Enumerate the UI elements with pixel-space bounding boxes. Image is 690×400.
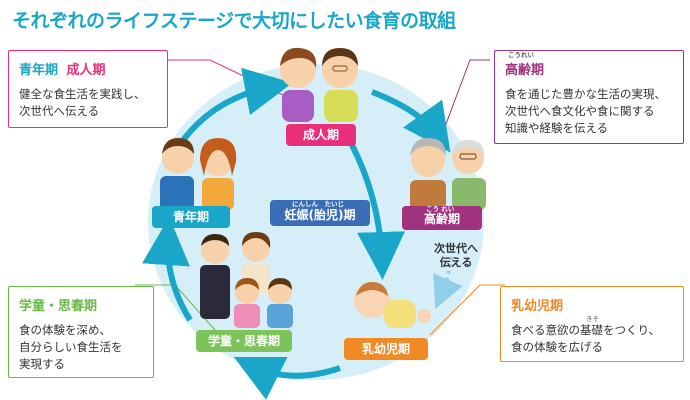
infant-line-key: 基礎: [580, 323, 603, 337]
callout-line: 食の体験を広げる: [511, 340, 603, 354]
adult-callout-label: 成人期: [66, 63, 106, 78]
youth-couple-illustration: [160, 138, 237, 210]
callout-line: 食べる意欲のきそ基礎をつくり、: [511, 315, 673, 339]
stage-elder-text: 高齢期: [423, 212, 460, 226]
stage-label-school: 学童・思春期: [196, 330, 292, 352]
baby-illustration: [354, 282, 431, 328]
note-line: 次世代へ: [434, 242, 478, 255]
infant-line-post: をつくり、: [603, 323, 661, 337]
arrow-infant-to-school: [233, 356, 341, 400]
callout-line: 自分らしい食生活を: [19, 340, 123, 354]
youth-adult-callout: 青年期 成人期 健全な食生活を実践し、 次世代へ伝える: [8, 50, 168, 128]
infant-callout-text: 食べる意欲のきそ基礎をつくり、 食の体験を広げる: [511, 315, 673, 356]
callout-line: 健全な食生活を実践し、: [19, 87, 146, 101]
callout-line: 食の体験を深め、: [19, 323, 111, 337]
stage-pregnancy-text: 妊娠(胎児)期: [284, 208, 356, 222]
stage-label-infant: 乳幼児期: [344, 338, 428, 360]
stage-label-elder: こう れい 高齢期: [402, 205, 482, 230]
infant-callout: 乳幼児期 食べる意欲のきそ基礎をつくり、 食の体験を広げる: [500, 286, 684, 362]
elder-callout-text: 食を通じた豊かな生活の実現、 次世代へ食文化や食に関する 知識や経験を伝える: [505, 86, 673, 137]
infant-callout-heading: 乳幼児期: [511, 299, 564, 314]
callout-line: 次世代へ食文化や食に関する: [505, 104, 655, 118]
elder-callout: こうれい 高齢期 食を通じた豊かな生活の実現、 次世代へ食文化や食に関する 知識…: [494, 50, 684, 144]
infant-callout-pointer: [429, 284, 505, 336]
note-line: 伝える: [439, 256, 473, 269]
stage-label-youth: 青年期: [152, 206, 230, 228]
elder-callout-label: 高齢期: [505, 63, 545, 78]
adult-couple-illustration: [280, 47, 358, 122]
stage-pregnancy-ruby: にんしん たいじ: [292, 200, 344, 208]
elder-callout-heading: こうれい 高齢期: [505, 51, 673, 78]
school-kids-illustration: [200, 232, 293, 328]
callout-line: 知識や経験を伝える: [505, 121, 609, 135]
callout-line: 食を通じた豊かな生活の実現、: [505, 87, 666, 101]
callout-line: 実現する: [19, 357, 65, 371]
infant-line-key-wrap: きそ基礎: [580, 315, 603, 337]
youth-callout-label: 青年期: [19, 63, 59, 78]
stage-label-adult: 成人期: [286, 124, 356, 146]
elderly-couple-illustration: [410, 138, 486, 210]
page-title: それぞれのライフステージで大切にしたい食育の取組: [12, 10, 456, 32]
youth-adult-callout-heading: 青年期 成人期: [19, 59, 157, 78]
stage-elder-ruby: こう れい: [426, 205, 455, 213]
arrow-adult-to-elder: [370, 89, 451, 153]
callout-line: 次世代へ伝える: [19, 104, 100, 118]
infant-line-pre: 食べる意欲の: [511, 323, 580, 337]
school-callout: 学童・思春期 食の体験を深め、 自分らしい食生活を 実現する: [8, 286, 154, 378]
elder-callout-ruby: こうれい: [508, 51, 534, 59]
stage-label-pregnancy: にんしん たいじ 妊娠(胎児)期: [270, 200, 370, 226]
next-generation-note: 次世代へ 伝える: [426, 242, 486, 270]
school-callout-text: 食の体験を深め、 自分らしい食生活を 実現する: [19, 322, 143, 373]
school-callout-heading: 学童・思春期: [19, 299, 98, 314]
arrow-school-to-youth: [142, 217, 193, 322]
youth-adult-callout-text: 健全な食生活を実践し、 次世代へ伝える: [19, 86, 157, 120]
arrow-adult-to-infant: [349, 143, 406, 280]
infant-key-ruby: きそ: [586, 315, 599, 323]
